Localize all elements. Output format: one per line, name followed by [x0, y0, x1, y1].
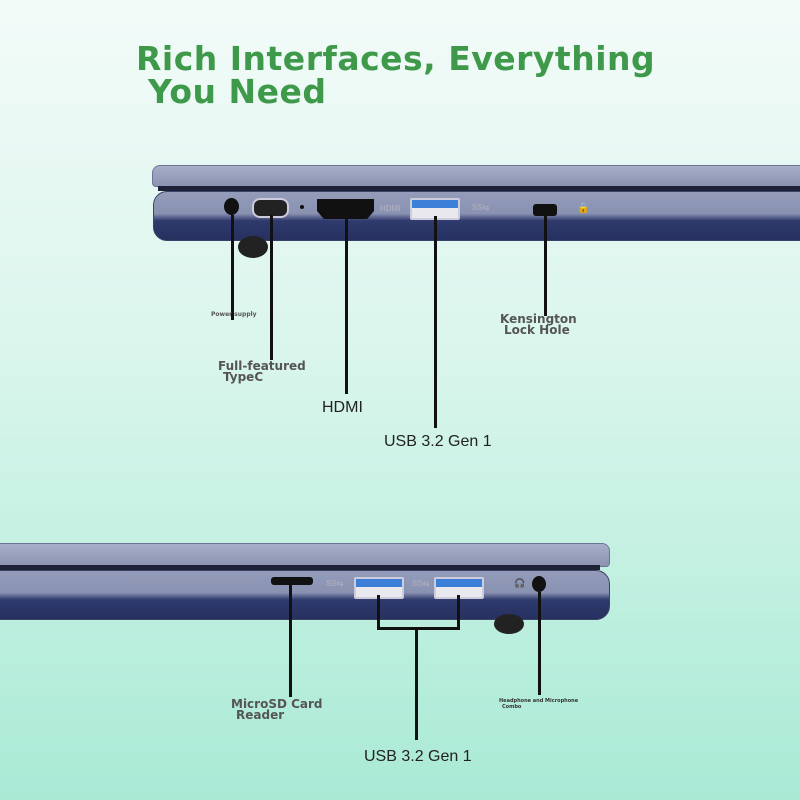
laptop-base: [0, 570, 610, 620]
kensington-slot: [533, 204, 557, 216]
superspeed-mark: SS⇆: [472, 203, 490, 212]
hinge-gap: [158, 186, 800, 191]
hinge-gap: [0, 565, 600, 570]
microsd-label: MicroSD Card Reader: [231, 697, 323, 722]
usb-label-top: USB 3.2 Gen 1: [384, 433, 492, 450]
typec-leader-line: [270, 215, 273, 360]
usb-leader-line: [415, 627, 418, 740]
rubber-foot: [494, 614, 524, 634]
hdmi-mark: HDMI: [380, 204, 401, 213]
hdmi-label: HDMI: [322, 399, 363, 416]
microsd-leader-line: [289, 585, 292, 697]
indicator-light: [300, 205, 304, 209]
superspeed-mark: SS⇆: [412, 579, 430, 588]
laptop-base: [153, 191, 800, 241]
audio-combo-label: Headphone and Microphone Combo: [499, 698, 579, 710]
usb1-leader-line: [377, 595, 380, 629]
lock-icon: 🔒: [577, 203, 590, 214]
kensington-leader-line: [544, 216, 547, 316]
power-leader-line: [231, 215, 234, 320]
laptop-lid: [152, 165, 800, 187]
usb-leader-line: [434, 216, 437, 428]
typec-label: Full-featured TypeC: [218, 359, 306, 384]
microsd-slot: [271, 577, 313, 585]
rubber-foot: [238, 236, 268, 258]
power-port: [224, 198, 239, 215]
hdmi-leader-line: [345, 219, 348, 394]
hdmi-port: [317, 199, 374, 219]
headphone-icon: 🎧: [514, 578, 526, 588]
headline: Rich Interfaces, Everything You Need: [136, 39, 656, 111]
power-supply-label: Power supply: [211, 311, 257, 318]
audio-leader-line: [538, 592, 541, 695]
kensington-label: Kensington Lock Hole: [500, 312, 577, 337]
superspeed-mark: SS⇆: [326, 579, 344, 588]
usb-label-bottom: USB 3.2 Gen 1: [364, 748, 472, 765]
usb-bracket: [377, 627, 460, 630]
laptop-lid: [0, 543, 610, 567]
usb2-leader-line: [457, 595, 460, 629]
audio-jack: [532, 576, 546, 592]
